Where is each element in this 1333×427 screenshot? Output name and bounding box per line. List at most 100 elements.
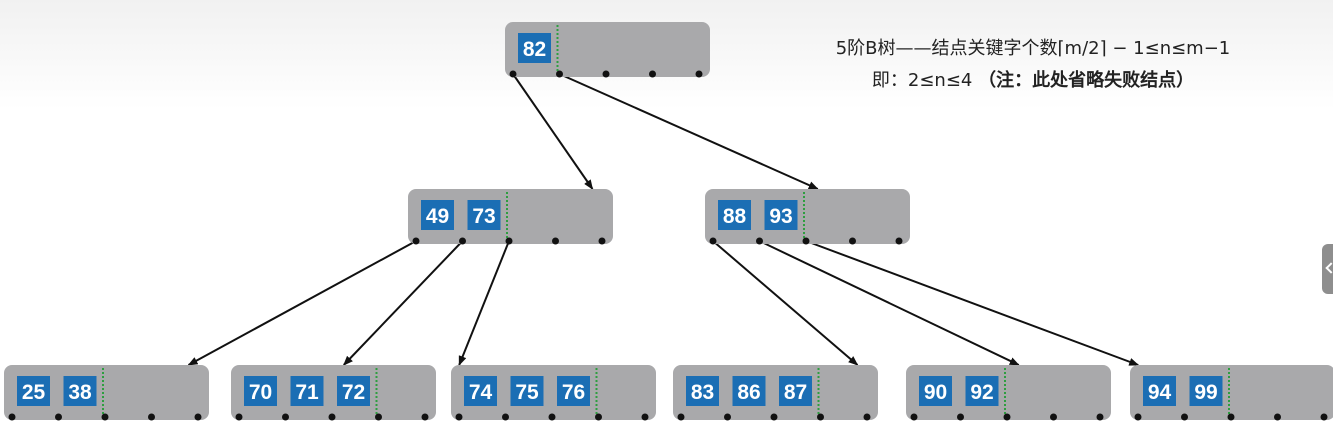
node-box [1130,365,1333,420]
key-box [764,200,798,230]
key-label: 75 [515,381,539,404]
child-pointer-dot [8,413,16,421]
key-count-range: 即：2≤n≤4 [871,70,973,91]
key-count-note: 即：2≤n≤4 （注：此处省略失败结点） [753,66,1313,92]
child-pointer-dot [282,413,289,421]
tree-node-83-86-87: 83 86 87 [673,365,878,421]
child-pointer-dot [421,413,429,421]
child-edge [805,240,1140,366]
key-label: 72 [342,381,365,404]
key-label: 25 [22,381,46,404]
child-pointer-dot [724,413,731,421]
tree-edges [187,73,1140,366]
key-box [518,33,551,63]
child-pointer-dot [770,413,778,421]
key-label: 99 [1194,381,1217,404]
key-box [965,376,999,406]
child-pointer-dot [957,413,964,421]
child-pointer-dot [895,237,903,245]
node-box [906,365,1111,420]
child-pointer-dot [412,237,420,245]
child-pointer-dot [556,70,563,78]
key-label: 94 [1148,381,1172,404]
child-pointer-dot [1181,413,1188,421]
key-label: 86 [737,381,760,404]
side-panel-toggle[interactable] [1322,244,1333,294]
key-label: 93 [769,205,792,228]
key-label: 76 [562,381,585,404]
child-pointer-dot [598,237,606,245]
child-pointer-dot [709,237,717,245]
child-pointer-dot [802,237,810,245]
child-edge [759,240,1020,366]
key-label: 92 [970,381,993,404]
key-box [557,376,590,406]
key-box [686,376,719,406]
child-pointer-dot [910,413,918,421]
key-box [421,200,454,230]
key-box [919,376,952,406]
key-label: 70 [249,381,272,404]
child-pointer-dot [602,70,610,78]
key-label: 38 [68,381,92,404]
key-label: 88 [723,205,747,228]
child-pointer-dot [1274,413,1281,421]
child-pointer-dot [849,237,856,245]
key-box [779,376,812,406]
key-label: 49 [426,205,449,228]
child-pointer-dot [148,413,155,421]
key-label: 73 [472,205,495,228]
key-label: 83 [691,381,714,404]
key-box [1189,376,1223,406]
child-edge [343,240,464,366]
key-box [464,376,497,406]
omitted-failure-nodes-note: （注：此处省略失败结点） [978,70,1195,91]
child-edge [559,73,819,190]
child-pointer-dot [677,413,685,421]
tree-node-49-73: 49 73 [408,189,613,245]
key-box [290,376,324,406]
child-pointer-dot [817,413,824,421]
child-pointer-dot [552,237,559,245]
node-box [505,22,710,77]
node-box [705,189,910,244]
child-pointer-dot [101,413,109,421]
tree-node-82: 82 [505,22,710,78]
key-box [718,200,751,230]
key-box [17,376,50,406]
key-box [732,376,766,406]
child-edge [458,240,510,366]
child-pointer-dot [1320,413,1328,421]
key-box [510,376,544,406]
child-pointer-dot [1003,413,1011,421]
child-pointer-dot [756,237,763,245]
order-constraint-note: 5阶B树——结点关键字个数⌈m/2⌉ − 1≤n≤m−1 [835,38,1231,59]
tree-node-90-92: 90 92 [906,365,1111,421]
key-label: 90 [924,381,947,404]
child-edge [512,73,594,190]
child-pointer-dot [194,413,202,421]
tree-node-88-93: 88 93 [705,189,910,245]
child-pointer-dot [595,413,602,421]
node-box [4,365,209,420]
child-pointer-dot [328,413,336,421]
tree-node-94-99: 94 99 [1130,365,1333,421]
key-label: 87 [784,381,807,404]
child-pointer-dot [695,70,703,78]
child-pointer-dot [1227,413,1235,421]
child-pointer-dot [502,413,509,421]
key-box [244,376,277,406]
child-pointer-dot [863,413,871,421]
child-pointer-dot [235,413,243,421]
node-box [673,365,878,420]
node-box [451,365,656,420]
child-pointer-dot [505,237,513,245]
key-box [1143,376,1176,406]
key-box [63,376,97,406]
child-pointer-dot [455,413,463,421]
node-box [408,189,613,244]
